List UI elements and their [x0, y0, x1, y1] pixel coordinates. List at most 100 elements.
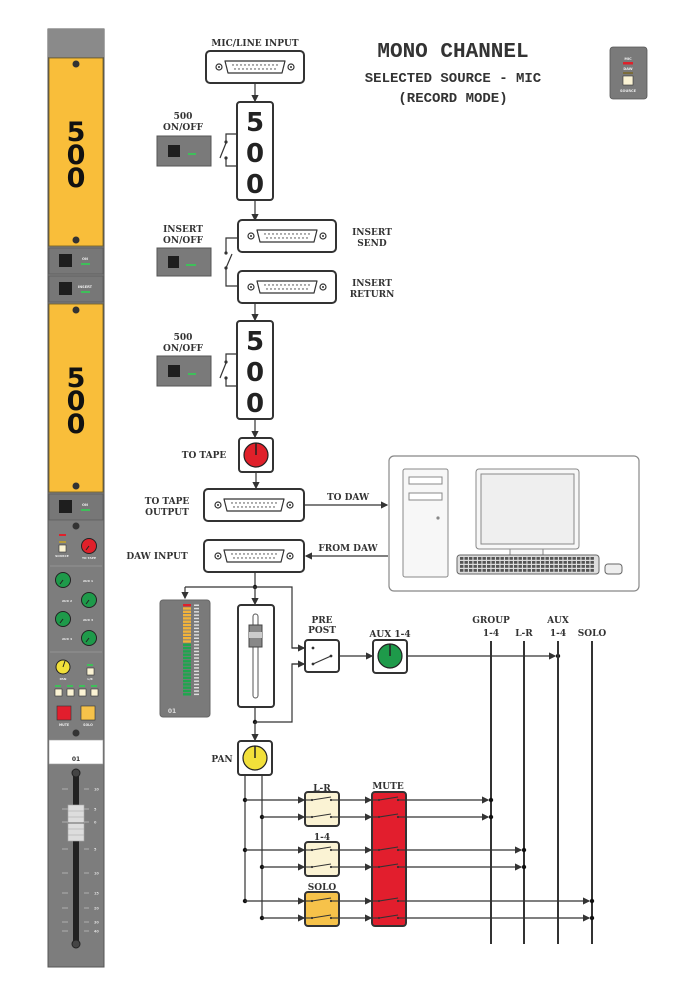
- lr-switch-label: L-R: [313, 784, 331, 794]
- meter-segment: [183, 676, 191, 679]
- keyboard-key: [464, 557, 468, 560]
- solo-switch[interactable]: [304, 891, 340, 927]
- switch-blade: [311, 897, 332, 902]
- strip-lr-button[interactable]: [86, 667, 95, 676]
- keyboard-key: [496, 565, 500, 568]
- group-1-4-switch[interactable]: [304, 841, 340, 877]
- source-daw-led: [623, 72, 633, 74]
- keyboard-key: [541, 561, 545, 564]
- meter-scale-mark: [194, 647, 199, 649]
- keyboard-key: [514, 569, 518, 572]
- source-button-label: SOURCE: [620, 89, 637, 93]
- fader-tick-label: 15: [94, 892, 99, 896]
- meter-segment: [183, 656, 191, 660]
- keyboard-key: [469, 561, 473, 564]
- meter-segment: [183, 689, 191, 693]
- from-daw-label: FROM DAW: [318, 544, 378, 554]
- svg-text:TO TAPE: TO TAPE: [82, 556, 96, 560]
- meter-scale-mark: [194, 660, 199, 663]
- module1-on-off-switch[interactable]: [156, 135, 212, 167]
- keyboard-key: [577, 561, 581, 564]
- strip-500-on-button-2[interactable]: ON: [48, 493, 104, 521]
- strip-500-module-1[interactable]: 5 0 0: [48, 57, 104, 247]
- group-1-button[interactable]: [54, 688, 63, 697]
- bus-junction-dot: [589, 898, 595, 904]
- bus-junction-dot: [488, 797, 494, 803]
- mute-switch[interactable]: [371, 791, 407, 927]
- strip-source-section: SOURCE TO TAPE: [55, 534, 97, 560]
- switch-blade: [378, 796, 399, 801]
- meter-scale-mark: [194, 611, 199, 613]
- strip-scribble-label[interactable]: [48, 739, 104, 765]
- screw-icon: [72, 236, 80, 244]
- keyboard-key: [563, 569, 567, 572]
- switch-blade: [378, 914, 399, 919]
- meter-scale-mark: [194, 657, 199, 659]
- svg-text:ON: ON: [82, 503, 88, 507]
- keyboard-key: [559, 561, 563, 564]
- strip-solo-button[interactable]: [80, 705, 96, 721]
- keyboard-key: [568, 569, 572, 572]
- meter-segment: [183, 666, 191, 670]
- keyboard-key: [473, 565, 477, 568]
- svg-text:ON: ON: [82, 257, 88, 261]
- svg-text:AUX 2: AUX 2: [62, 599, 72, 603]
- keyboard-key: [527, 569, 531, 572]
- meter-scale-mark: [194, 650, 199, 653]
- switch-blade: [311, 796, 332, 801]
- group-3-button[interactable]: [78, 688, 87, 697]
- source-button[interactable]: [622, 75, 634, 86]
- svg-text:0: 0: [67, 386, 86, 417]
- strip-source-button[interactable]: [58, 544, 67, 553]
- lr-switch[interactable]: [304, 791, 340, 827]
- module2-switch-label-1: 500: [174, 333, 193, 343]
- meter-segment: [183, 686, 191, 689]
- keyboard-key: [487, 565, 491, 568]
- insert-on-off-switch[interactable]: [156, 247, 212, 277]
- strip-insert-button[interactable]: INSERT: [48, 275, 104, 303]
- bus-junction-dot: [521, 847, 527, 853]
- keyboard-key: [505, 561, 509, 564]
- keyboard-key: [505, 557, 509, 560]
- meter-scale-mark: [194, 614, 199, 616]
- keyboard-key: [473, 561, 477, 564]
- keyboard-key: [590, 561, 594, 564]
- keyboard-key: [581, 569, 585, 572]
- keyboard-key: [572, 561, 576, 564]
- keyboard-key: [496, 569, 500, 572]
- keyboard-key: [518, 561, 522, 564]
- keyboard-key: [545, 561, 549, 564]
- keyboard-key: [509, 561, 513, 564]
- group-4-button[interactable]: [90, 688, 99, 697]
- bus-aux-label-1: AUX: [546, 616, 569, 626]
- strip-500-module-2[interactable]: 5 0 0: [48, 303, 104, 493]
- keyboard-key: [586, 569, 590, 572]
- strip-mute-button[interactable]: [56, 705, 72, 721]
- keyboard-key: [532, 565, 536, 568]
- switch-blade: [378, 813, 399, 818]
- meter-scale-mark: [194, 677, 199, 679]
- source-daw-label: DAW: [623, 67, 632, 71]
- strip-500-on-button[interactable]: ON: [48, 247, 104, 275]
- keyboard-key: [514, 565, 518, 568]
- aux-send-knob[interactable]: [372, 639, 408, 674]
- keyboard-key: [536, 557, 540, 560]
- keyboard-key: [586, 557, 590, 560]
- mic-led: [59, 534, 66, 536]
- channel-fader-box: [237, 604, 275, 708]
- keyboard-key: [536, 561, 540, 564]
- fader-tick-label: 10: [94, 872, 99, 876]
- keyboard-key: [554, 569, 558, 572]
- group-2-button[interactable]: [66, 688, 75, 697]
- keyboard-key: [554, 565, 558, 568]
- keyboard-key: [523, 557, 527, 560]
- pre-post-switch[interactable]: [304, 639, 340, 673]
- meter-scale-mark: [194, 687, 199, 689]
- to-tape-knob[interactable]: [238, 437, 274, 473]
- module2-on-off-switch[interactable]: [156, 355, 212, 387]
- keyboard-key: [554, 561, 558, 564]
- pan-knob[interactable]: [237, 740, 273, 776]
- source-panel: MIC DAW SOURCE: [609, 46, 648, 100]
- switch-blade: [311, 813, 332, 818]
